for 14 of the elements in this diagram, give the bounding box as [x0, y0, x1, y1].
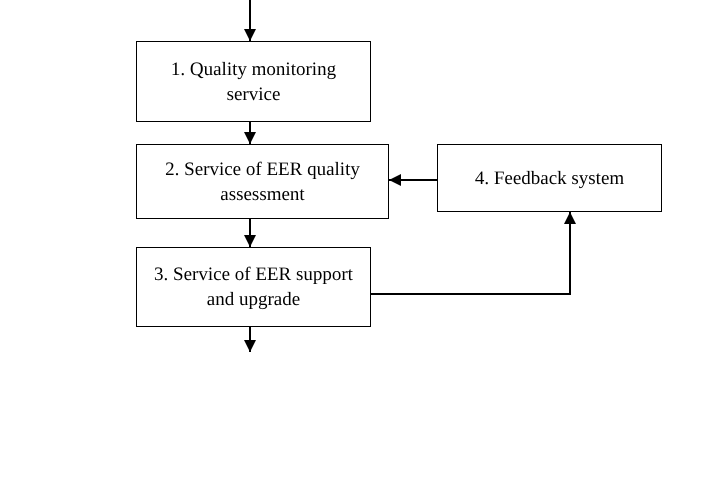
box-label: 3. Service of EER support and upgrade — [153, 263, 354, 312]
process-box — [136, 144, 389, 219]
arrow — [244, 219, 256, 247]
arrow — [244, 122, 256, 144]
process-box — [437, 144, 662, 212]
arrow — [244, 0, 256, 41]
process-box — [136, 41, 371, 122]
box-label: 1. Quality monitoring service — [170, 58, 338, 106]
arrow — [389, 174, 437, 186]
box-label: 4. Feedback system — [474, 166, 624, 190]
box-label: 2. Service of EER quality assessment — [164, 158, 361, 206]
process-box — [136, 247, 371, 327]
arrow — [371, 212, 576, 295]
arrow — [244, 327, 256, 352]
